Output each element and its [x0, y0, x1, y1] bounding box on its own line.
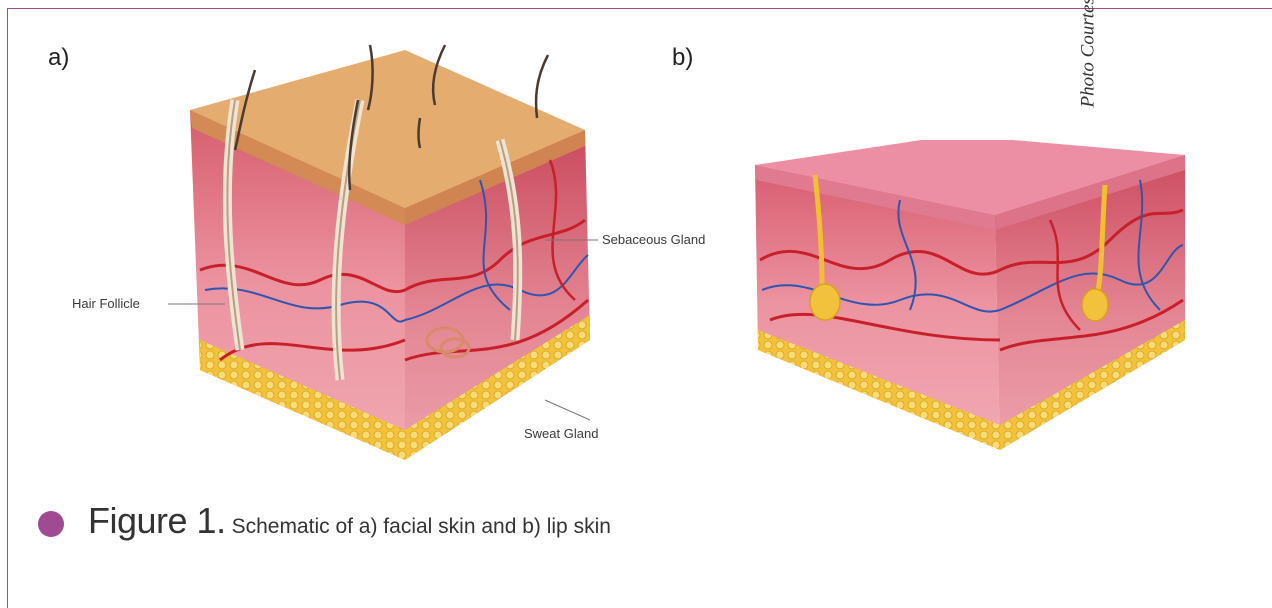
callout-hair-follicle: Hair Follicle: [72, 296, 140, 311]
figure-number: Figure 1.: [88, 500, 226, 542]
callout-sebaceous-gland: Sebaceous Gland: [602, 232, 705, 247]
photo-credit: Photo Courtesy: Graphic ©Innovative Skin…: [1077, 0, 1099, 107]
caption-bullet-icon: [38, 511, 64, 537]
callout-sweat-gland: Sweat Gland: [524, 426, 598, 441]
figure-caption: Figure 1. Schematic of a) facial skin an…: [38, 500, 611, 542]
caption-text: Schematic of a) facial skin and b) lip s…: [232, 515, 611, 539]
lip-skin-illustration: [750, 140, 1200, 460]
